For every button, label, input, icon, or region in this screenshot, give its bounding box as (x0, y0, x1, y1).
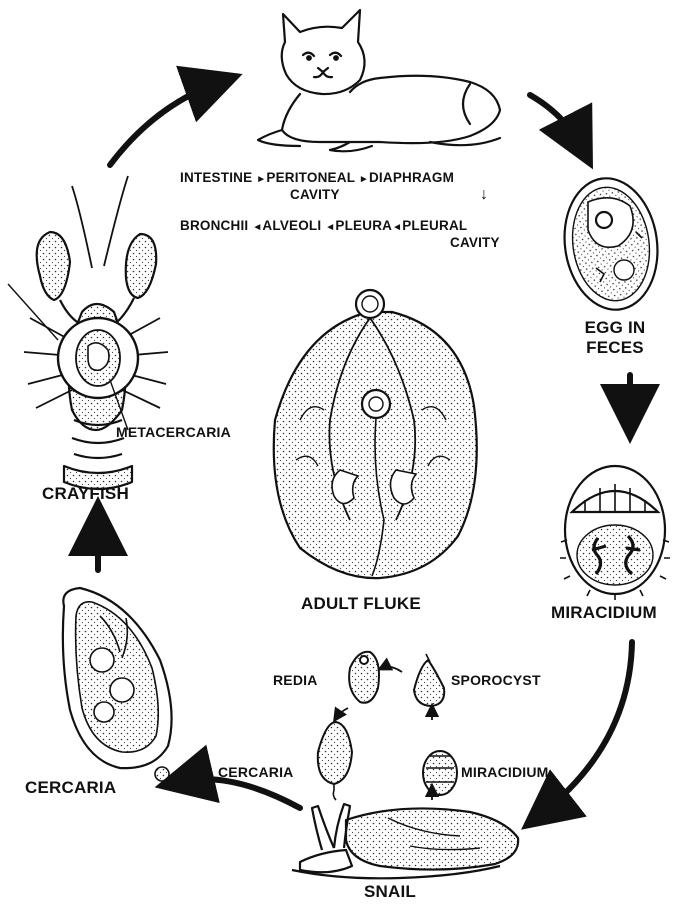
route-down-arrow: ↓ (480, 186, 488, 204)
adult-fluke-illustration (274, 290, 477, 578)
miracidium-illustration (560, 466, 670, 600)
route-arrow: ◄ (252, 222, 262, 233)
miracidium-label: MIRACIDIUM (551, 603, 657, 623)
egg-label-line-1: EGG IN (575, 318, 655, 338)
egg-label-line-2: FECES (575, 338, 655, 358)
cercaria-label: CERCARIA (25, 778, 116, 798)
route-arrow: ◄ (325, 222, 335, 233)
route-pleura: PLEURA (335, 218, 392, 233)
route-alveoli: ALVEOLI (262, 218, 321, 233)
route-intestine: INTESTINE (180, 170, 252, 185)
route-arrow: ◄ (392, 222, 402, 233)
route-bronchii: BRONCHII (180, 218, 248, 233)
route-pleural: PLEURAL (402, 218, 467, 233)
route-cavity: CAVITY (290, 187, 340, 202)
inner-miracidium-label: MIRACIDIUM (461, 764, 549, 780)
snail-illustration (292, 804, 518, 878)
route-line-1: INTESTINE ►PERITONEAL ►DIAPHRAGM (180, 170, 454, 185)
sporocyst-label: SPOROCYST (451, 672, 541, 688)
inner-cycle (318, 652, 457, 800)
cat-illustration (258, 10, 500, 151)
cercaria-illustration (63, 588, 172, 781)
route-arrow: ► (256, 174, 266, 185)
crayfish-illustration (8, 176, 168, 489)
route-peritoneal: PERITONEAL (266, 170, 355, 185)
route-diaphragm: DIAPHRAGM (369, 170, 454, 185)
route-line-2: BRONCHII ◄ALVEOLI ◄PLEURA◄PLEURAL (180, 218, 467, 233)
egg-label: EGG IN FECES (575, 318, 655, 358)
route-arrow: ► (359, 174, 369, 185)
inner-cercaria-label: CERCARIA (218, 764, 294, 780)
egg-illustration (556, 172, 665, 316)
redia-label: REDIA (273, 672, 318, 688)
crayfish-label: CRAYFISH (42, 484, 129, 504)
metacercaria-label: METACERCARIA (116, 424, 231, 440)
snail-label: SNAIL (364, 882, 416, 902)
adult-fluke-label: ADULT FLUKE (301, 594, 421, 614)
route-pleural-cavity: CAVITY (450, 235, 500, 250)
